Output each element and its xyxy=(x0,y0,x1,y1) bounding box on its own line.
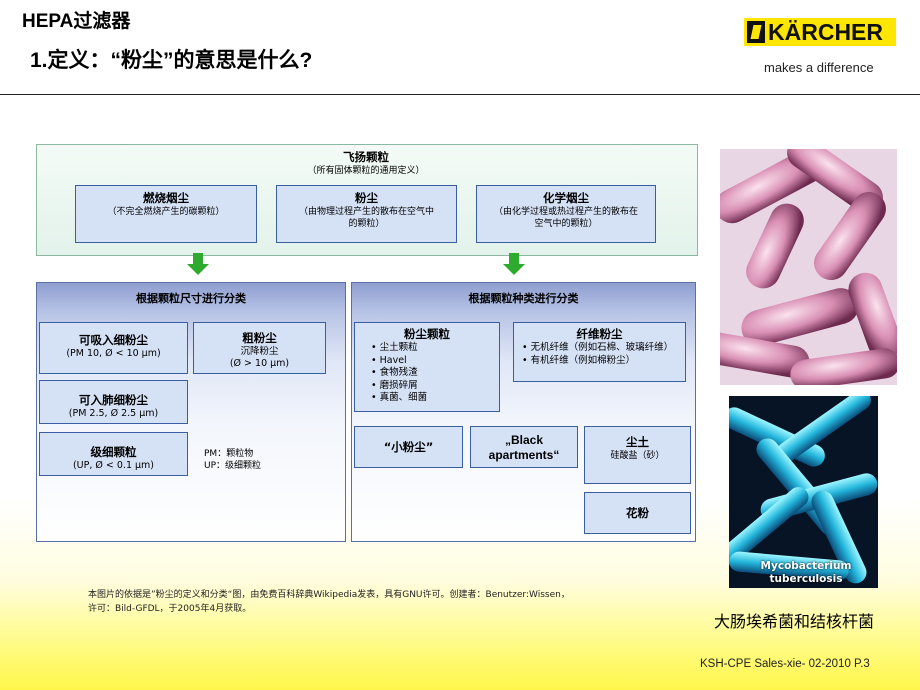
inhalable-fine-dust-box: 可吸入细粉尘 (PM 10, Ø < 10 µm) xyxy=(39,322,188,374)
soil-box: 尘土 硅酸盐（砂） xyxy=(584,426,691,484)
page-title: HEPA过滤器 xyxy=(22,11,131,32)
box-title: 纤维粉尘 xyxy=(576,327,623,341)
category-chemical-fume: 化学烟尘 （由化学过程或热过程产生的散布在空气中的颗粒） xyxy=(476,185,656,243)
category-dust: 粉尘 （由物理过程产生的散布在空气中的颗粒） xyxy=(276,185,457,243)
tb-label-line1: Mycobacterium xyxy=(760,560,852,572)
pollen-box: 花粉 xyxy=(584,492,691,534)
slogan: makes a difference xyxy=(764,60,874,75)
box-title: 粗粉尘 xyxy=(242,331,277,345)
box-subtitle: (PM 2.5, Ø 2.5 µm) xyxy=(68,408,159,419)
abbreviation-legend: PM：颗粒物 UP：级细颗粒 xyxy=(204,448,261,472)
category-combustion-soot: 燃烧烟尘 （不完全燃烧产生的碳颗粒） xyxy=(75,185,257,243)
page-subtitle: 1.定义：“粉尘”的意思是什么? xyxy=(30,49,313,72)
category-title: 粉尘 xyxy=(355,191,378,205)
box-title: “小粉尘” xyxy=(383,440,434,454)
legend-pm: PM：颗粒物 xyxy=(204,449,254,459)
box-title: 花粉 xyxy=(626,506,649,520)
black-apartments-box: „Black apartments“ xyxy=(470,426,578,468)
tuberculosis-image xyxy=(729,396,878,588)
footer-reference: KSH-CPE Sales-xie- 02-2010 P.3 xyxy=(700,658,870,670)
ultrafine-particle-box: 级细颗粒 (UP, Ø < 0.1 µm) xyxy=(39,432,188,476)
tuberculosis-micrograph xyxy=(729,396,878,588)
list-item: 有机纤维（例如棉粉尘） xyxy=(522,355,673,368)
image-credit: 本图片的依据是”粉尘的定义和分类“图，由免费百科辞典Wikipedia发表，具有… xyxy=(88,588,570,616)
e-coli-image xyxy=(720,149,897,385)
root-title: 飞扬颗粒 xyxy=(343,150,389,164)
e-coli-micrograph xyxy=(720,149,897,385)
small-dust-box: “小粉尘” xyxy=(354,426,463,468)
list-item: 无机纤维（例如石棉、玻璃纤维） xyxy=(522,342,674,355)
legend-up: UP：级细颗粒 xyxy=(204,461,262,471)
coarse-dust-box: 粗粉尘 沉降粉尘 (Ø > 10 µm) xyxy=(193,322,326,374)
karcher-logo-icon xyxy=(747,21,765,43)
list-item: 真菌、细菌 xyxy=(371,392,428,405)
size-panel-title: 根据颗粒尺寸进行分类 xyxy=(136,292,246,305)
category-subtitle: （不完全燃烧产生的碳颗粒） xyxy=(107,207,225,217)
box-subtitle: (UP, Ø < 0.1 µm) xyxy=(72,460,155,471)
dust-particles-list: 尘土颗粒 Havel 食物残渣 磨损碎屑 真菌、细菌 xyxy=(371,342,428,405)
logo-text: KÄRCHER xyxy=(768,18,883,45)
list-item: Havel xyxy=(371,355,427,368)
box-title: 尘土 xyxy=(626,435,649,449)
credit-line1: 本图片的依据是”粉尘的定义和分类“图，由免费百科辞典Wikipedia发表，具有… xyxy=(88,590,570,600)
category-title: 燃烧烟尘 xyxy=(143,191,189,205)
box-title: 级细颗粒 xyxy=(90,445,137,459)
box-title: 可入肺细粉尘 xyxy=(79,393,148,407)
credit-line2: 许可：Bild-GFDL，于2005年4月获取。 xyxy=(88,604,252,614)
list-item: 磨损碎屑 xyxy=(371,380,427,393)
respirable-fine-dust-box: 可入肺细粉尘 (PM 2.5, Ø 2.5 µm) xyxy=(39,380,188,424)
type-panel-title: 根据颗粒种类进行分类 xyxy=(468,292,579,305)
dust-particles-box: 粉尘颗粒 尘土颗粒 Havel 食物残渣 磨损碎屑 真菌、细菌 xyxy=(354,322,500,412)
list-item: 尘土颗粒 xyxy=(371,342,427,355)
category-subtitle: （由物理过程产生的散布在空气中的颗粒） xyxy=(298,207,434,229)
root-subtitle: （所有固体颗粒的通用定义） xyxy=(307,166,425,176)
category-title: 化学烟尘 xyxy=(543,191,589,205)
box-subtitle: 沉降粉尘 xyxy=(240,346,279,357)
box-title: 可吸入细粉尘 xyxy=(79,333,148,347)
photo-caption: 大肠埃希菌和结核杆菌 xyxy=(714,612,875,631)
fiber-dust-list: 无机纤维（例如石棉、玻璃纤维） 有机纤维（例如棉粉尘） xyxy=(522,342,674,368)
tuberculosis-label: Mycobacterium tuberculosis xyxy=(736,560,876,586)
box-subtitle: 硅酸盐（砂） xyxy=(610,451,665,461)
box-subtitle: (PM 10, Ø < 10 µm) xyxy=(66,348,161,359)
box-title: „Black apartments“ xyxy=(488,433,560,462)
box-title: 粉尘颗粒 xyxy=(404,327,450,341)
karcher-logo: KÄRCHER xyxy=(744,18,896,46)
tb-label-line2: tuberculosis xyxy=(769,573,843,585)
header-divider xyxy=(0,94,920,95)
category-subtitle: （由化学过程或热过程产生的散布在空气中的颗粒） xyxy=(493,207,638,229)
fiber-dust-box: 纤维粉尘 无机纤维（例如石棉、玻璃纤维） 有机纤维（例如棉粉尘） xyxy=(513,322,686,382)
list-item: 食物残渣 xyxy=(371,367,427,380)
box-subtitle-size: (Ø > 10 µm) xyxy=(229,358,290,369)
